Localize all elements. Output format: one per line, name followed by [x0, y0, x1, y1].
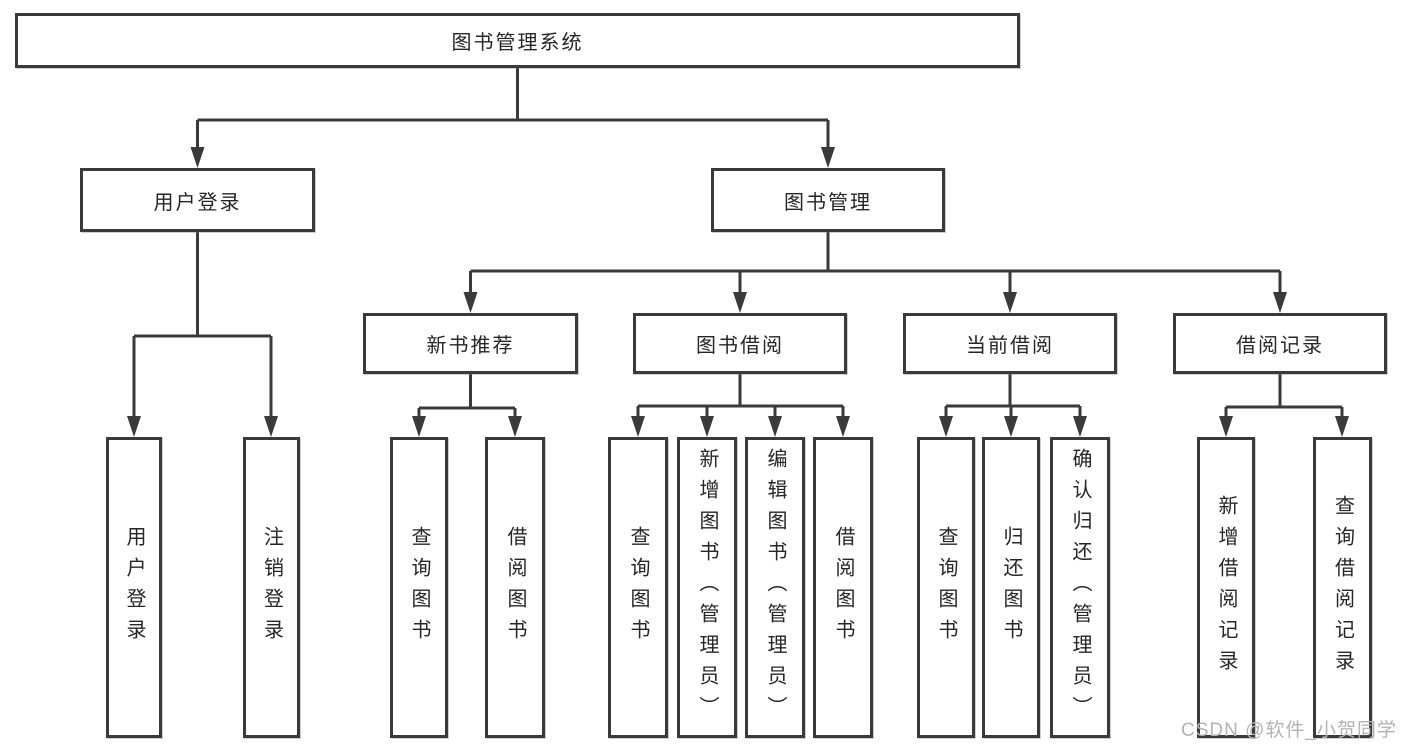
node-label: 归还图书 [1000, 525, 1022, 650]
node-label: 借阅图书 [832, 525, 854, 650]
node-current-borrowing: 当前借阅 [903, 313, 1117, 374]
leaf-edit-book-admin: 编辑图书（管理员） [745, 437, 805, 738]
node-label: 查询图书 [935, 525, 957, 650]
node-label: 用户登录 [153, 191, 242, 214]
node-label: 借阅图书 [504, 525, 526, 650]
node-new-book-recommend: 新书推荐 [363, 313, 578, 374]
leaf-query-books-current: 查询图书 [917, 437, 975, 738]
node-label: 当前借阅 [966, 335, 1054, 357]
node-label: 查询图书 [408, 525, 430, 650]
leaf-query-borrow-record: 查询借阅记录 [1313, 437, 1372, 738]
node-label: 编辑图书（管理员） [764, 448, 786, 727]
leaf-user-login: 用户登录 [106, 437, 162, 738]
node-book-borrowing: 图书借阅 [633, 313, 847, 374]
node-label: 新增图书（管理员） [696, 448, 718, 727]
leaf-borrow-books-recommend: 借阅图书 [485, 437, 545, 738]
leaf-borrow-books-borrowing: 借阅图书 [813, 437, 873, 738]
node-label: 新增借阅记录 [1215, 494, 1237, 681]
leaf-query-books-recommend: 查询图书 [390, 437, 448, 738]
arrowheads [127, 147, 1349, 437]
node-borrowing-records: 借阅记录 [1173, 313, 1387, 374]
leaf-return-book: 归还图书 [982, 437, 1040, 738]
node-label: 查询图书 [627, 525, 649, 650]
node-book-management: 图书管理 [711, 168, 945, 232]
node-label: 确认归还（管理员） [1069, 448, 1091, 727]
node-label: 图书管理 [784, 191, 872, 214]
node-label: 图书借阅 [696, 335, 784, 357]
watermark: CSDN @软件_小贺同学 [1181, 720, 1397, 741]
leaf-query-books-borrowing: 查询图书 [608, 437, 668, 738]
node-label: 注销登录 [260, 525, 283, 650]
node-label: 用户登录 [123, 525, 145, 650]
node-label: 图书管理系统 [451, 32, 584, 54]
node-label: 新书推荐 [426, 335, 515, 357]
leaf-confirm-return-admin: 确认归还（管理员） [1050, 437, 1110, 738]
node-user-login: 用户登录 [80, 168, 315, 232]
leaf-logout: 注销登录 [243, 437, 300, 738]
node-library-management-system: 图书管理系统 [15, 13, 1020, 68]
node-label: 借阅记录 [1236, 335, 1324, 357]
leaf-add-book-admin: 新增图书（管理员） [677, 437, 737, 738]
node-label: 查询借阅记录 [1331, 494, 1354, 681]
leaf-add-borrow-record: 新增借阅记录 [1197, 437, 1255, 738]
